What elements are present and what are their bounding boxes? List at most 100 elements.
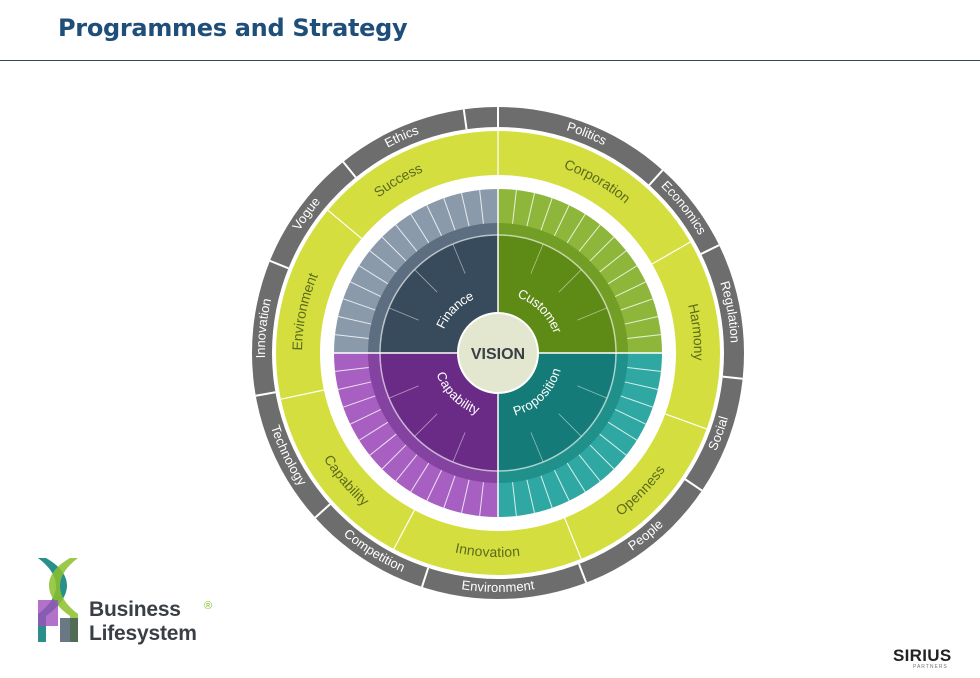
quadrant-band-rib: [566, 462, 586, 493]
quadrant-band-rib: [512, 189, 517, 224]
quadrant-band-rib: [607, 265, 638, 285]
outer-ring-label: Environment: [461, 578, 536, 596]
quadrant-core-rib: [558, 413, 582, 437]
quadrant-band-rib: [624, 316, 658, 325]
lifesystem-mark-icon: [38, 558, 78, 642]
quadrant-mid-band: [368, 353, 498, 483]
outer-ring-divider: [700, 244, 720, 255]
outer-ring-divider: [269, 259, 289, 270]
quadrant-band-rib: [540, 198, 553, 231]
quadrant-band-rib: [426, 469, 443, 501]
quadrant-band-rib: [443, 198, 456, 231]
quadrant-segments: [334, 189, 662, 517]
quadrant-band-rib: [599, 433, 627, 456]
quadrant-mid-band: [368, 223, 498, 353]
quadrant-core: [380, 353, 498, 471]
business-lifesystem-logo: Business Lifesystem ®: [34, 556, 254, 646]
quadrant-band-rib: [512, 482, 517, 517]
quadrant-band-rib: [620, 395, 653, 408]
quadrant-band-rib: [624, 381, 658, 390]
quadrant-band-rib: [566, 213, 586, 244]
quadrant-band-rib: [334, 367, 369, 372]
quadrant-band-rib: [578, 224, 601, 252]
quadrant-band-rib: [350, 408, 382, 425]
vision-core: VISION: [457, 312, 539, 394]
quadrant-band-rib: [589, 236, 615, 262]
outer-ring-divider: [421, 567, 430, 588]
quadrant-band-rib: [395, 454, 418, 482]
quadrant-band-rib: [343, 298, 376, 311]
quadrant-band-rib: [614, 281, 646, 298]
quadrant-band-rib: [553, 469, 570, 501]
quadrant-core-rib: [388, 385, 419, 399]
quadrant-band-rib: [479, 482, 484, 517]
quadrant-core: [380, 235, 498, 353]
quadrant-core-rib: [577, 385, 608, 399]
quadrant-band-rib: [599, 250, 627, 273]
quadrant-band-rib: [381, 236, 407, 262]
values-ring-divider: [651, 241, 691, 265]
outer-ring-divider: [462, 109, 468, 130]
quadrant-core-rib: [530, 432, 544, 463]
quadrant-band-rib: [627, 334, 662, 339]
values-ring-divider: [393, 509, 415, 550]
quadrant-mid-band: [498, 353, 628, 483]
quadrant-band-rib: [461, 479, 470, 513]
quadrant-band-rib: [343, 395, 376, 408]
values-ring-label: Innovation: [454, 539, 520, 559]
outer-ring-divider: [342, 161, 357, 178]
registered-mark: ®: [204, 600, 213, 612]
quadrant-core: [498, 353, 616, 471]
quadrant-core-rib: [558, 269, 582, 293]
quadrant-band-rib: [395, 224, 418, 252]
quadrant-band-rib: [410, 213, 430, 244]
outer-ring-divider: [255, 391, 276, 397]
quadrant-band-rib: [350, 281, 382, 298]
vision-circle: [457, 312, 539, 394]
quadrant-core-rib: [414, 413, 438, 437]
quadrant-core-rib: [452, 243, 466, 274]
values-ring-divider: [665, 413, 707, 430]
sirius-subtitle: PARTNERS: [913, 664, 948, 670]
quadrant-band-rib: [381, 444, 407, 470]
quadrant-mid-band: [498, 223, 628, 353]
outer-ring-divider: [578, 563, 588, 584]
quadrant-band-rib: [578, 454, 601, 482]
outer-ring-divider: [314, 503, 331, 519]
quadrant-band-rib: [526, 479, 535, 513]
quadrant-band-rib: [358, 265, 389, 285]
quadrant-band-rib: [526, 193, 535, 227]
values-ring-divider: [564, 517, 582, 560]
quadrant-band-rib: [553, 205, 570, 237]
quadrant-band-rib: [338, 316, 372, 325]
outer-ring-divider: [684, 478, 703, 492]
sirius-logo: SIRIUS: [893, 646, 952, 665]
quadrant-band-rib: [479, 189, 484, 224]
quadrant-band-rib: [607, 421, 638, 441]
quadrant-band-rib: [627, 367, 662, 372]
quadrant-core-rib: [577, 307, 608, 321]
quadrant-core-rib: [530, 243, 544, 274]
quadrant-band-rib: [410, 462, 430, 493]
logo-line-lifesystem: Lifesystem: [89, 622, 197, 645]
quadrant-band-rib: [540, 475, 553, 508]
quadrant-band-rib: [334, 334, 369, 339]
values-ring-divider: [327, 209, 363, 240]
quadrant-core-rib: [388, 307, 419, 321]
quadrant-band-rib: [620, 298, 653, 311]
quadrant-band-rib: [614, 408, 646, 425]
values-ring-divider: [280, 389, 325, 400]
quadrant-band-rib: [369, 250, 397, 273]
quadrant-core: [498, 235, 616, 353]
quadrant-band-rib: [443, 475, 456, 508]
title-divider: [0, 60, 980, 61]
quadrant-band-rib: [338, 381, 372, 390]
quadrant-band-rib: [426, 205, 443, 237]
quadrant-band-rib: [369, 433, 397, 456]
quadrant-band-rib: [461, 193, 470, 227]
quadrant-band-rib: [358, 421, 389, 441]
quadrant-core-rib: [452, 432, 466, 463]
quadrant-band-rib: [589, 444, 615, 470]
outer-ring-divider: [722, 375, 743, 380]
